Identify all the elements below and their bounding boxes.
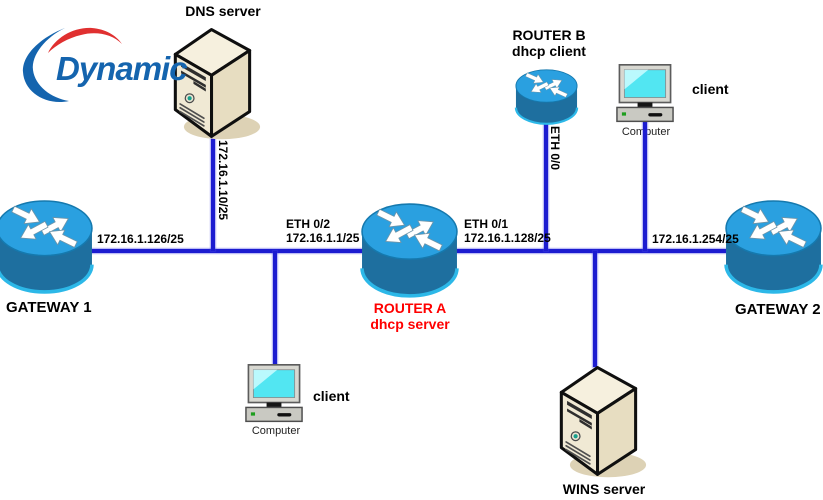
eth-0-1-ip: 172.16.1.128/25	[464, 230, 551, 245]
link-client-bottom	[273, 251, 277, 368]
gateway-1-ip-label: 172.16.1.126/25	[97, 232, 184, 246]
router-b-icon	[514, 68, 579, 128]
router-a-subtitle: dhcp server	[370, 315, 450, 332]
eth-0-1-label: ETH 0/1 172.16.1.128/25	[464, 217, 551, 245]
gateway-2-label: GATEWAY 2	[735, 301, 821, 318]
router-b-label: ROUTER B dhcp client	[494, 27, 604, 59]
eth-0-2-name: ETH 0/2	[286, 217, 331, 231]
gateway-1-router-icon	[0, 198, 95, 299]
wins-server-label: WINS server	[562, 481, 646, 497]
dynamic-logo: Dynamic	[8, 20, 208, 125]
gateway-2-router-icon	[723, 198, 823, 299]
client-bottom-computer-icon	[241, 364, 307, 423]
link-routerA-gateway2	[456, 249, 726, 253]
link-dns-server	[211, 130, 215, 251]
gateway-1-label: GATEWAY 1	[6, 299, 92, 316]
link-client-top	[643, 121, 647, 251]
gateway-2-ip-label: 172.16.1.254/25	[652, 232, 739, 246]
router-b-subtitle: dhcp client	[512, 42, 586, 59]
eth-0-1-name: ETH 0/1	[464, 217, 509, 231]
client-top-label: client	[692, 81, 729, 97]
logo-swoosh-icon	[22, 27, 122, 103]
wins-server-icon	[548, 358, 648, 482]
client-top-computer-icon	[612, 64, 678, 123]
dns-link-ip-label: 172.16.1.10/25	[216, 140, 230, 221]
eth-0-2-ip: 172.16.1.1/25	[286, 230, 360, 245]
dns-server-label: DNS server	[185, 3, 261, 19]
router-b-title: ROUTER B	[512, 27, 586, 43]
link-wins-server	[593, 251, 597, 367]
client-bottom-label: client	[313, 388, 350, 404]
eth-0-2-label: ETH 0/2 172.16.1.1/25	[286, 217, 360, 245]
router-a-title: ROUTER A	[373, 300, 447, 316]
logo-wordmark: Dynamic	[56, 50, 188, 87]
eth-0-0-label: ETH 0/0	[548, 126, 562, 171]
router-a-label: ROUTER A dhcp server	[350, 300, 470, 332]
link-gateway1-routerA	[90, 249, 364, 253]
link-router-b	[544, 120, 548, 251]
client-bottom-caption: Computer	[251, 425, 301, 437]
router-a-icon	[359, 201, 460, 303]
